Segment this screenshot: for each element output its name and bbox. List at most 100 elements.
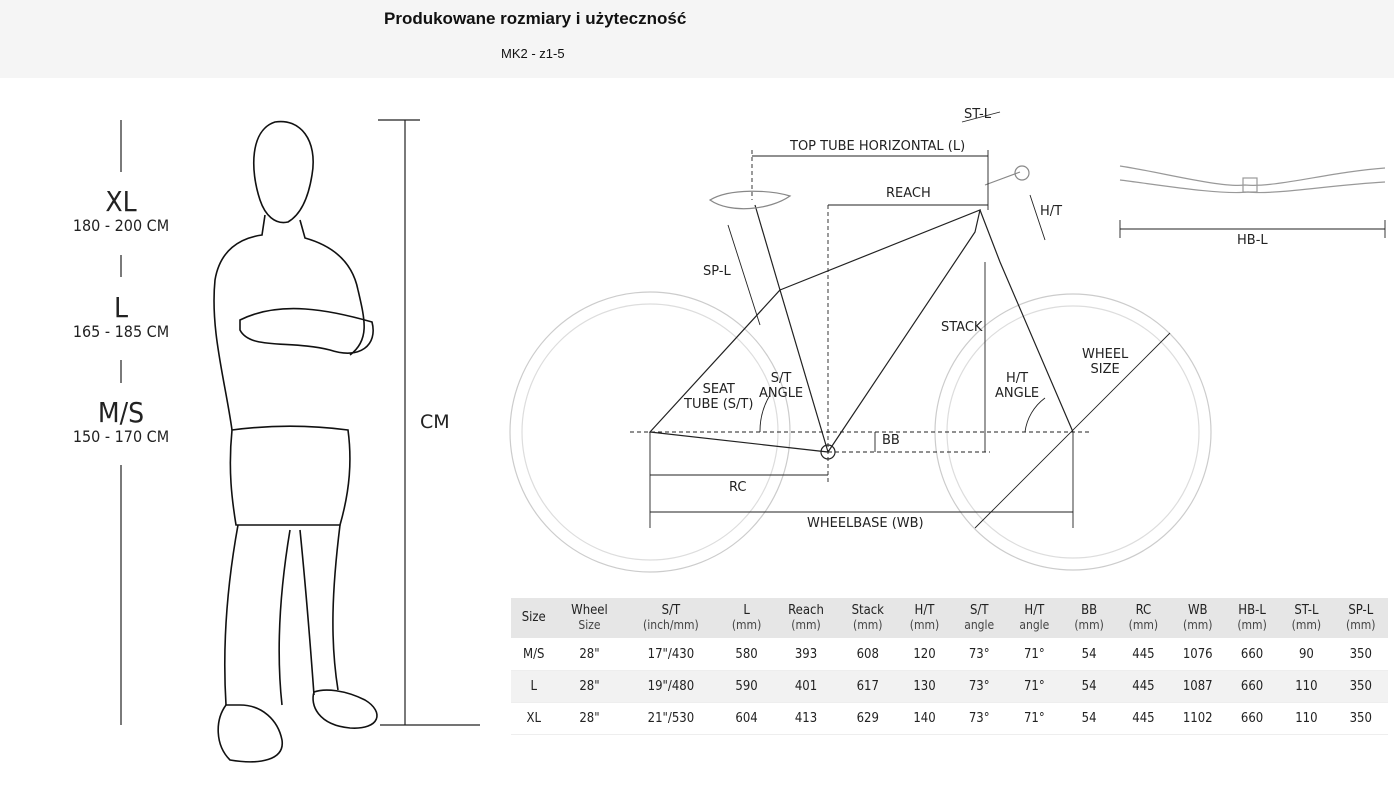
table-cell: 73° (951, 638, 1007, 671)
column-header: RC(mm) (1116, 598, 1171, 639)
table-cell: 71° (1006, 638, 1062, 671)
header-label: ST-L (1294, 602, 1319, 618)
header-label: Size (521, 610, 546, 625)
table-cell: 28" (556, 702, 623, 735)
table-cell: 54 (1061, 702, 1117, 735)
table-cell: 110 (1279, 670, 1334, 703)
rc-label: RC (729, 480, 747, 495)
wheel-size-line2: SIZE (1090, 362, 1120, 377)
model-subtitle: MK2 - z1-5 (501, 46, 565, 61)
size-label: L (113, 291, 129, 324)
table-cell: 1076 (1170, 638, 1225, 671)
column-header: SP-L(mm) (1333, 598, 1388, 639)
size-range: 165 - 185 CM (72, 322, 170, 341)
table-cell: 629 (838, 702, 898, 735)
header-label: L (743, 602, 750, 618)
header-unit: (mm) (731, 617, 762, 632)
size-range: 150 - 170 CM (72, 427, 170, 446)
header-label: Reach (788, 602, 824, 618)
table-cell: 590 (719, 670, 774, 703)
st-angle-line1: S/T (770, 371, 792, 386)
table-cell: 120 (897, 638, 952, 671)
table-cell: 608 (838, 638, 898, 671)
wheel-size-line1: WHEEL (1082, 347, 1129, 362)
header-unit: (mm) (909, 617, 940, 632)
column-header: Reach(mm) (773, 598, 839, 639)
table-cell: 130 (897, 670, 952, 703)
top-tube-label: TOP TUBE HORIZONTAL (L) (790, 139, 966, 154)
table-cell: 110 (1279, 702, 1334, 735)
table-cell: 445 (1116, 638, 1171, 671)
dimension-lines (630, 111, 1386, 529)
sp-l-label: SP-L (703, 264, 731, 279)
header: Produkowane rozmiary i użyteczność MK2 -… (0, 0, 1394, 78)
column-header: Stack(mm) (838, 598, 898, 639)
table-cell: 71° (1006, 702, 1062, 735)
table-cell: 393 (773, 638, 839, 671)
header-unit: angle (1019, 617, 1050, 632)
table-cell: 73° (951, 702, 1007, 735)
rider-figure (213, 120, 378, 763)
table-cell: XL (511, 702, 557, 735)
ht-label: H/T (1040, 204, 1063, 219)
column-header: WB(mm) (1170, 598, 1225, 639)
size-range: 180 - 200 CM (72, 216, 170, 235)
table-cell: 445 (1116, 670, 1171, 703)
seat-tube-line2: TUBE (S/T) (684, 397, 754, 412)
table-cell: 19"/480 (622, 670, 720, 703)
header-unit: (mm) (1074, 617, 1104, 632)
column-header: Size (511, 598, 557, 639)
ht-angle-line1: H/T (1006, 371, 1029, 386)
size-label: M/S (97, 396, 145, 429)
table-cell: M/S (511, 638, 557, 671)
hb-l-label: HB-L (1237, 233, 1268, 248)
header-label: Wheel (571, 602, 608, 618)
table-cell: 350 (1333, 702, 1388, 735)
table-cell: 140 (897, 702, 952, 735)
cm-label: CM (420, 411, 450, 433)
header-label: RC (1135, 602, 1152, 618)
st-l-label: ST-L (964, 107, 991, 122)
header-label: SP-L (1348, 602, 1374, 618)
table-cell: 617 (838, 670, 898, 703)
table-cell: 350 (1333, 638, 1388, 671)
table-cell: 28" (556, 670, 623, 703)
header-unit: (mm) (791, 617, 821, 632)
table-cell: 604 (719, 702, 774, 735)
header-unit: (mm) (1183, 617, 1213, 632)
header-unit: (mm) (1237, 617, 1267, 632)
header-unit: angle (964, 617, 995, 632)
table-cell: 660 (1224, 638, 1280, 671)
header-unit: Size (578, 617, 601, 632)
ht-angle-line2: ANGLE (995, 386, 1040, 401)
table-cell: 660 (1224, 670, 1280, 703)
header-label: BB (1081, 602, 1098, 618)
table-cell: 660 (1224, 702, 1280, 735)
column-header: HB-L(mm) (1224, 598, 1280, 639)
header-label: HB-L (1238, 602, 1266, 618)
seat-tube-line1: SEAT (702, 382, 735, 397)
page-title: Produkowane rozmiary i użyteczność (384, 9, 687, 28)
table-cell: 1087 (1170, 670, 1225, 703)
header-unit: (inch/mm) (643, 617, 699, 632)
header-label: S/T (969, 602, 989, 618)
header-label: H/T (1024, 602, 1045, 618)
header-label: H/T (914, 602, 935, 618)
table-cell: 413 (773, 702, 839, 735)
table-cell: 1102 (1170, 702, 1225, 735)
table-cell: 71° (1006, 670, 1062, 703)
header-unit: (mm) (1291, 617, 1322, 632)
size-label: XL (105, 185, 137, 218)
